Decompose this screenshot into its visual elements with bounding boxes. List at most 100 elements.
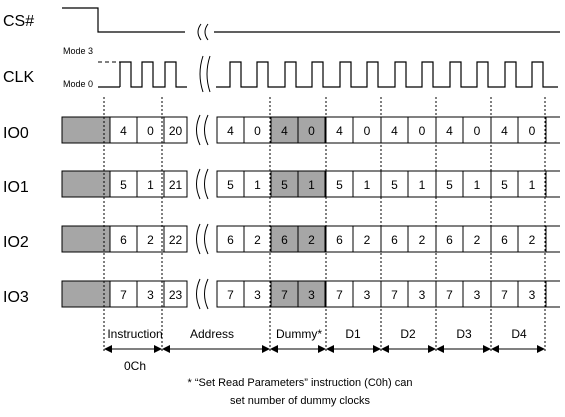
d1-phase-label: D1	[345, 327, 361, 341]
io-cell	[270, 116, 299, 144]
io-cell-value: 1	[254, 178, 261, 192]
io-cell-value: 3	[147, 288, 154, 302]
arrowhead-left-icon	[104, 345, 112, 353]
io-cell-value: 3	[474, 288, 481, 302]
io-cell-value: 6	[446, 233, 453, 247]
footnote-line-2: set number of dummy clocks	[230, 395, 370, 407]
arrowhead-right-icon	[154, 345, 162, 353]
io-cell-value: 3	[254, 288, 261, 302]
io-cell-value: 7	[227, 288, 234, 302]
io-cell-value: 4	[281, 124, 288, 138]
arrowhead-right-icon	[537, 345, 545, 353]
io-cell	[109, 280, 138, 308]
io-cell-value: 2	[419, 233, 426, 247]
io-cell-value: 7	[446, 288, 453, 302]
io-idle-block	[61, 116, 111, 144]
d4-phase-label: D4	[511, 327, 527, 341]
footnote-line-1: * “Set Read Parameters” instruction (C0h…	[188, 377, 413, 389]
io-cell	[352, 116, 382, 144]
arrowhead-left-icon	[381, 345, 389, 353]
io-cell-value: 1	[364, 178, 371, 192]
io-cell-value: 5	[446, 178, 453, 192]
clk-pulses	[119, 61, 558, 88]
io-cell-value: 5	[391, 178, 398, 192]
io-cell	[325, 280, 354, 308]
io-cell	[380, 170, 409, 198]
io-cell	[325, 170, 354, 198]
io-cell	[462, 280, 492, 308]
io-cell	[163, 116, 188, 144]
io-cell	[297, 116, 326, 144]
io-break-gap	[188, 224, 216, 254]
clk-break-mark	[206, 55, 211, 93]
io-cell-value: 4	[501, 124, 508, 138]
io-break-gap	[188, 115, 216, 145]
io-cell	[462, 225, 492, 253]
io-cell	[352, 280, 382, 308]
io-cell-value: 5	[281, 178, 288, 192]
io-idle-block	[61, 225, 111, 253]
io-cell-value: 6	[227, 233, 234, 247]
io-cell-value: 2	[254, 233, 261, 247]
io-cell-value: 23	[169, 288, 183, 302]
io-cell	[297, 280, 326, 308]
io-cell-value: 2	[474, 233, 481, 247]
io-cell-value: 1	[147, 178, 154, 192]
io-cell	[270, 170, 299, 198]
io-cell	[163, 225, 188, 253]
io-cell	[517, 170, 547, 198]
io-cell-value: 2	[308, 233, 315, 247]
io-cell	[407, 225, 437, 253]
io-break-mark	[204, 223, 209, 255]
cs-waveform	[62, 7, 560, 33]
io-cell-value: 0	[308, 124, 315, 138]
io-cell	[407, 170, 437, 198]
io-cell-value: 2	[364, 233, 371, 247]
io-cell	[163, 170, 188, 198]
io-cell-value: 0	[254, 124, 261, 138]
io-idle-block	[61, 170, 111, 198]
cs-break-mark	[197, 23, 209, 41]
io-cell-value: 7	[501, 288, 508, 302]
io-cell	[216, 280, 245, 308]
io-cell-value: 21	[169, 178, 183, 192]
io-cell-value: 1	[529, 178, 536, 192]
io-cell	[216, 225, 245, 253]
clk-signal-label: CLK	[3, 69, 34, 86]
io-cell	[407, 116, 437, 144]
arrowhead-left-icon	[326, 345, 334, 353]
io0-signal-label: IO0	[3, 125, 29, 142]
io-cell-value: 20	[169, 124, 183, 138]
io-cell-value: 6	[336, 233, 343, 247]
io-cell	[490, 170, 519, 198]
arrowhead-left-icon	[491, 345, 499, 353]
io-cell	[216, 170, 245, 198]
io-cell-value: 7	[281, 288, 288, 302]
io-cell-value: 6	[120, 233, 127, 247]
mode3-label: Mode 3	[63, 46, 93, 56]
arrowhead-right-icon	[262, 345, 270, 353]
io-cell-value: 3	[364, 288, 371, 302]
io-cell-value: 0	[147, 124, 154, 138]
io-cell-value: 3	[529, 288, 536, 302]
phase-markers	[103, 97, 546, 353]
io-cell	[136, 225, 165, 253]
address-phase-label: Address	[190, 327, 234, 341]
io-cell-value: 4	[227, 124, 234, 138]
io-cell-value: 22	[169, 233, 183, 247]
io-cell-value: 6	[391, 233, 398, 247]
io-cell-value: 0	[419, 124, 426, 138]
io-cell-value: 4	[391, 124, 398, 138]
io3-signal-label: IO3	[3, 289, 29, 306]
io-cell	[163, 280, 188, 308]
io2-signal-label: IO2	[3, 234, 29, 251]
arrowhead-right-icon	[318, 345, 326, 353]
io-cell-value: 0	[529, 124, 536, 138]
io-cell-value: 5	[227, 178, 234, 192]
io-break-mark	[196, 114, 201, 146]
io-cell-value: 7	[336, 288, 343, 302]
io-break-mark	[204, 168, 209, 200]
io-break-mark	[196, 278, 201, 310]
